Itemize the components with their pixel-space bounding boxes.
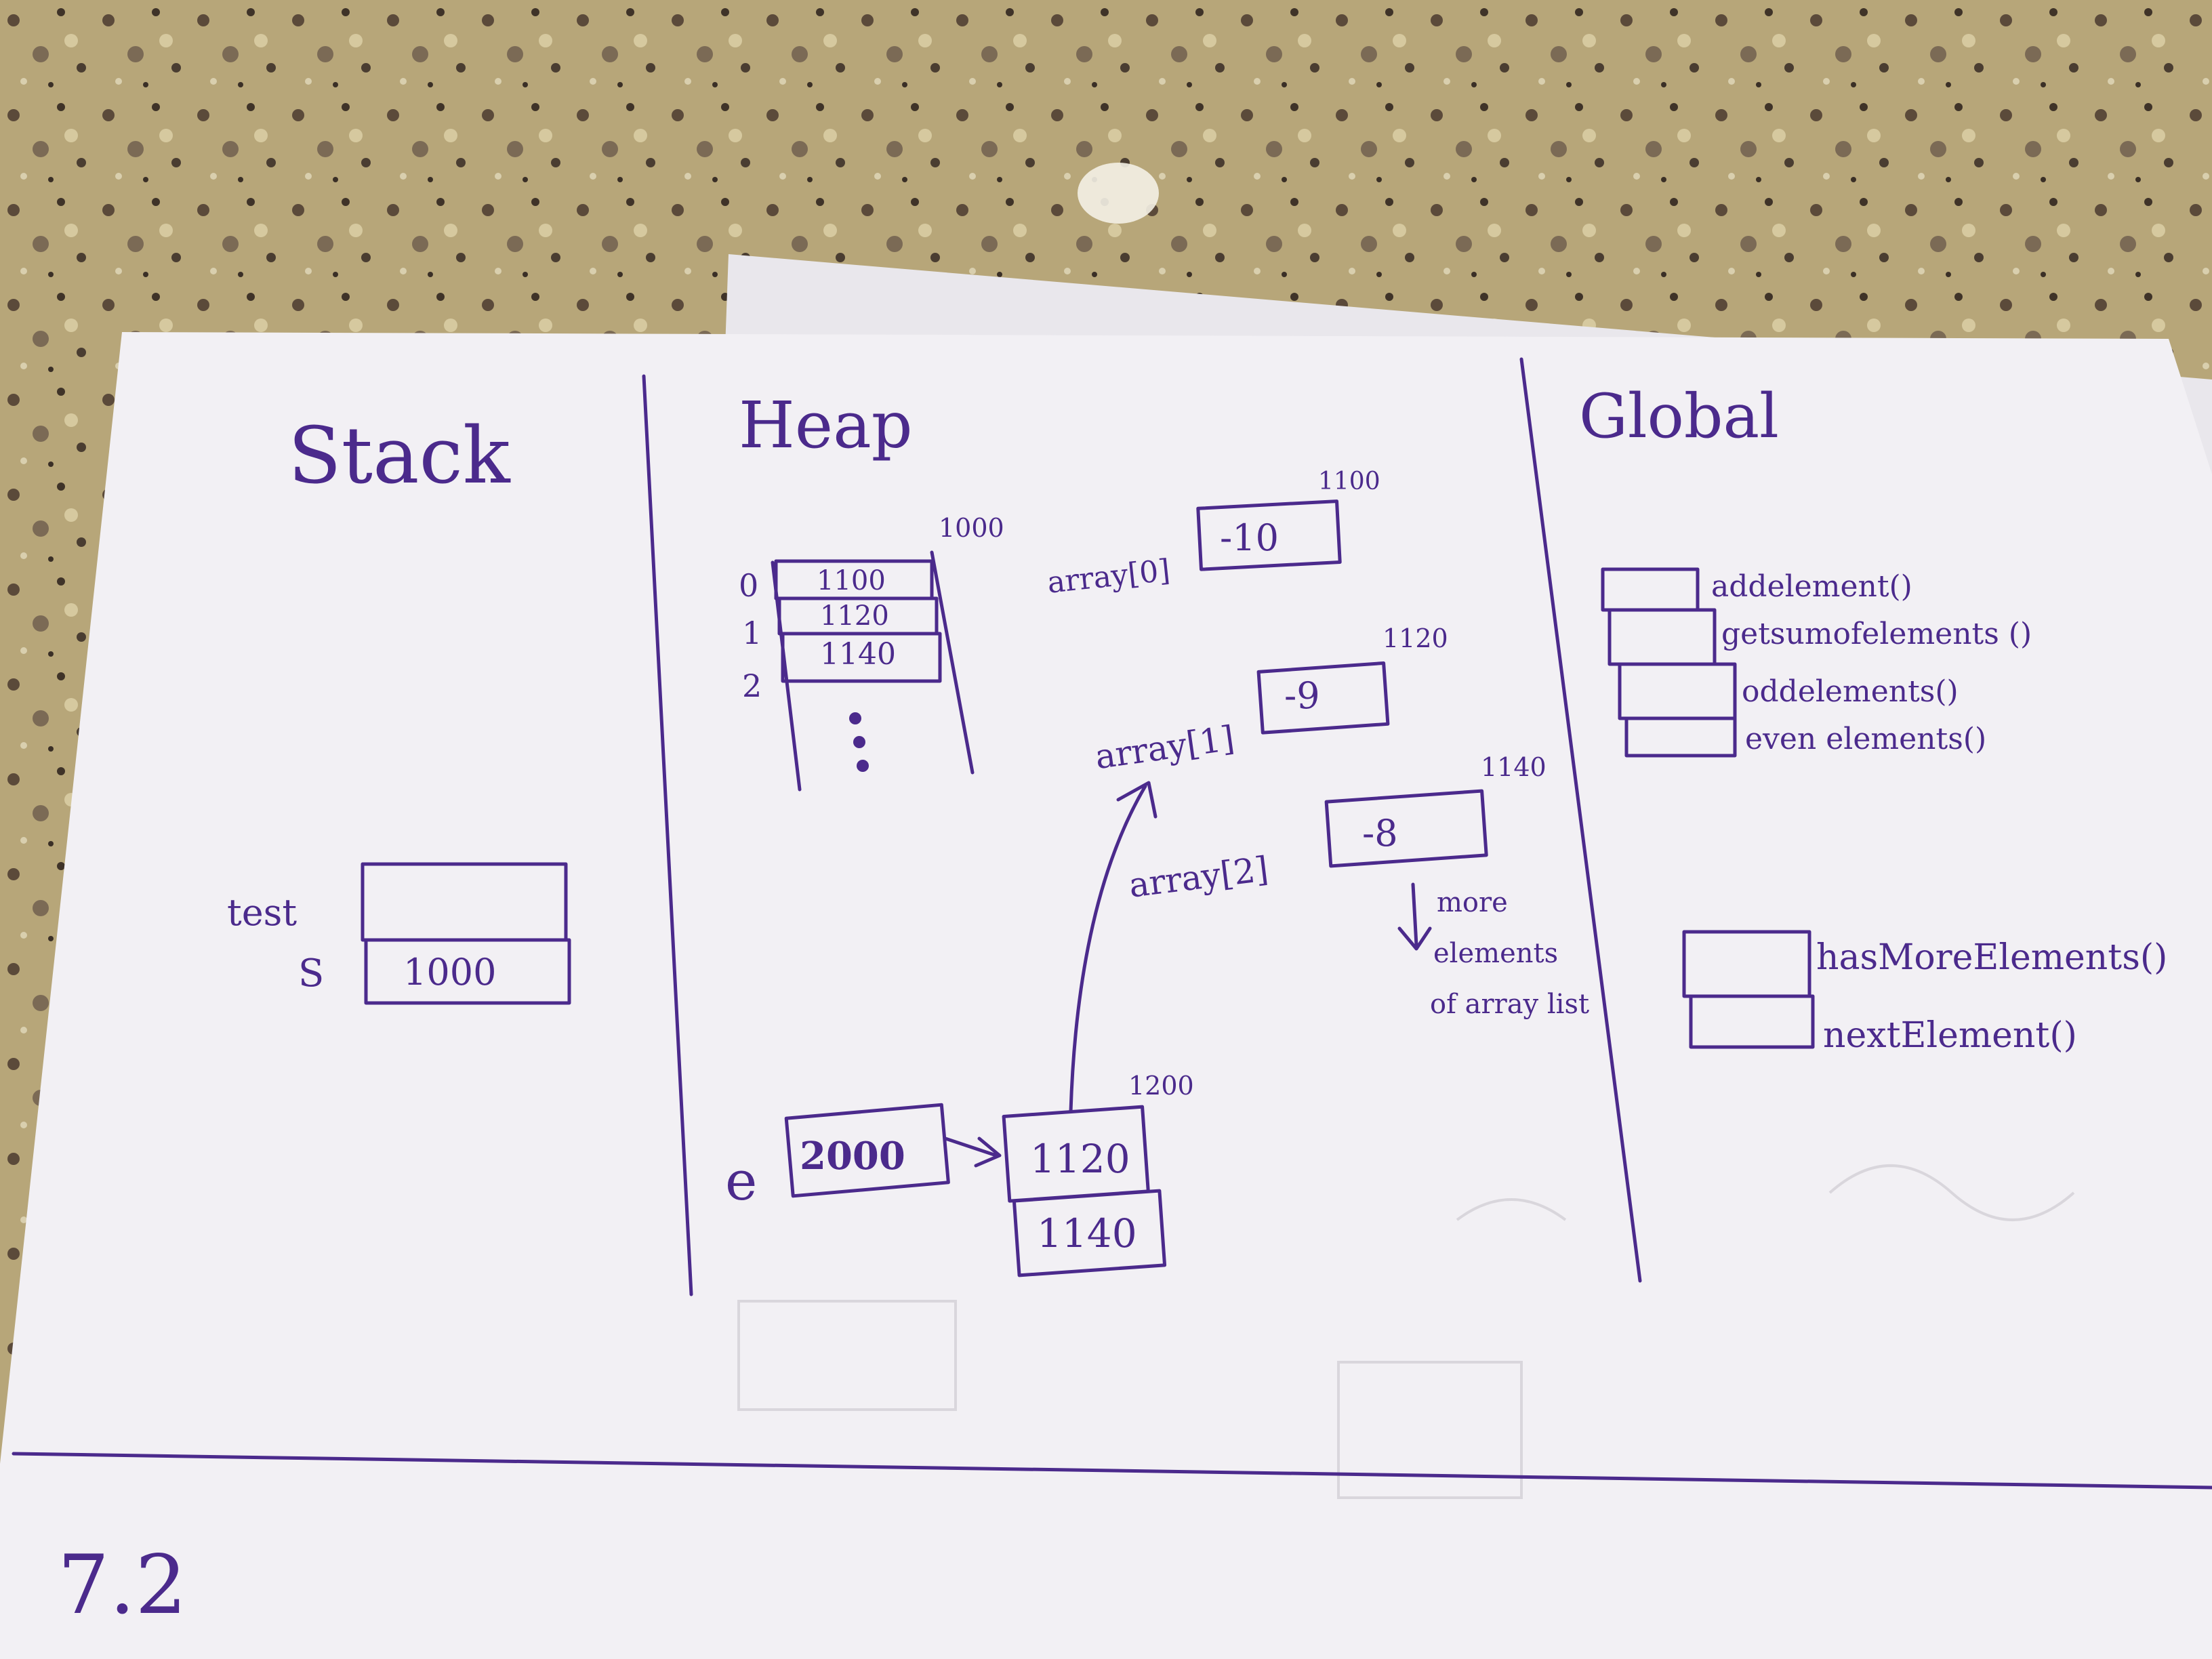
stack-heading: Stack [288,411,511,501]
iterator-address: 1200 [1128,1071,1194,1101]
element-0-box [1196,499,1342,571]
index-1: 1 [742,615,762,651]
method-2: getsumofelements () [1721,617,2032,651]
array-address: 1000 [939,513,1004,543]
iterator-cell-1-value: 1140 [1037,1210,1137,1256]
method-5: hasMoreElements() [1816,937,2167,978]
divider-stack-heap [642,374,693,1296]
element-1-value: -9 [1284,674,1320,717]
element-0-value: -10 [1220,516,1279,559]
e-value: 2000 [800,1134,905,1179]
element-2-box [1324,789,1488,868]
index-2: 2 [742,668,762,704]
global-heading: Global [1579,381,1779,452]
global-box-4 [1624,716,1737,758]
iterator-cell-1 [1012,1189,1167,1277]
light-reflection [1078,163,1159,224]
var-test-label: test [227,891,297,934]
heap-heading: Heap [739,388,913,463]
s-value: 1000 [403,951,496,994]
var-s-label: S [298,951,324,996]
e-box [784,1103,950,1198]
method-6: nextElement() [1823,1015,2077,1056]
ellipsis-dot-2 [853,736,865,748]
method-1: addelement() [1711,569,1912,604]
array-cell-2-value: 1140 [820,637,896,672]
element-2-address: 1140 [1481,752,1547,782]
note-line-1: more [1437,887,1508,918]
element-2-value: -8 [1362,812,1398,855]
index-0: 0 [739,567,758,604]
method-3: oddelements() [1742,674,1959,709]
ellipsis-dot-3 [857,760,869,772]
down-arrow [1397,882,1432,951]
stack-box-s [364,938,571,1005]
section-label: 7.2 [58,1538,187,1633]
note-line-3: of array list [1430,989,1589,1020]
iterator-cell-0-value: 1120 [1030,1136,1130,1182]
element-1-address: 1120 [1382,623,1448,653]
divider-heap-global [1519,357,1642,1283]
e-label: e [725,1149,757,1212]
array-cell-1-value: 1120 [820,600,889,632]
array-column-left [771,560,802,792]
array-cell-2 [781,632,942,683]
section-divider-line [12,1452,2212,1490]
note-line-2: elements [1433,938,1558,969]
array-column-right [930,550,975,775]
method-4: even elements() [1745,722,1986,756]
iterator-pointer-arrow [1069,781,1158,1113]
ghost-writing [737,1164,2075,1499]
global-box-6 [1689,994,1815,1049]
element-0-address: 1100 [1318,468,1380,495]
element-1-box [1256,661,1390,735]
e-pointer-arrow [943,1136,1002,1168]
ellipsis-dot-1 [849,712,861,724]
array-cell-0-value: 1100 [817,565,886,596]
